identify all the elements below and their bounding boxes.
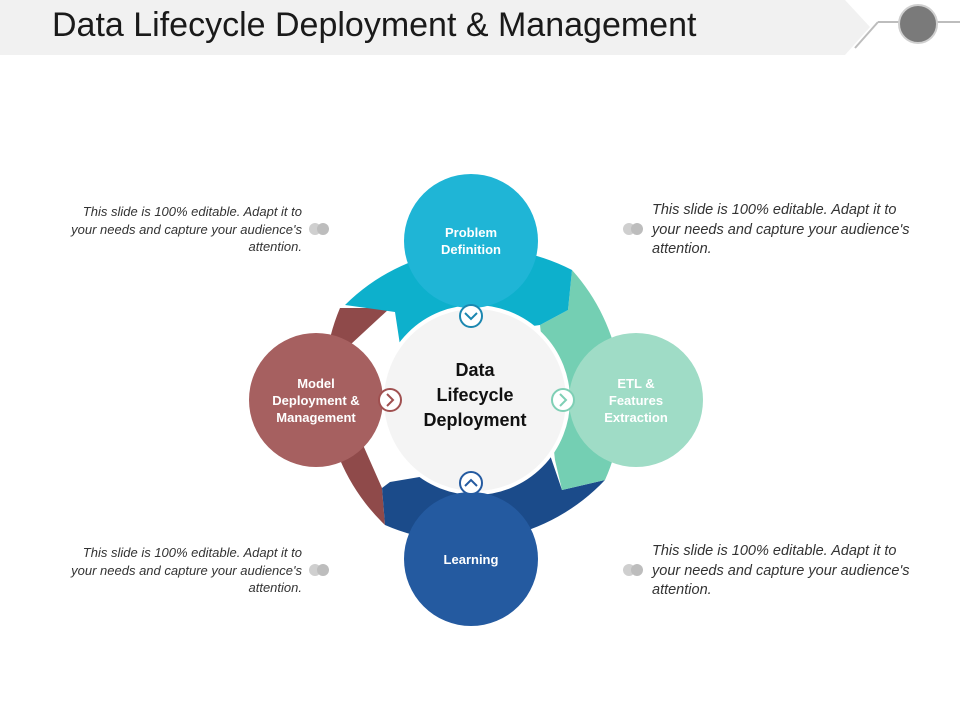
double-dot-bullet-icon — [623, 223, 643, 235]
note-bottom-left: This slide is 100% editable. Adapt it to… — [71, 545, 302, 595]
node-circle-problem — [404, 174, 538, 308]
node-label-etl: ETL & Features Extraction — [604, 375, 668, 425]
slide-title: Data Lifecycle Deployment & Management — [52, 6, 697, 44]
double-dot-bullet-icon — [623, 564, 643, 576]
node-label-learning: Learning — [443, 551, 499, 567]
node-label-problem: Problem Definition — [441, 225, 501, 257]
title-band — [0, 0, 960, 55]
center-label: Data Lifecycle Deployment — [423, 359, 527, 430]
chevron-right-icon — [378, 388, 402, 412]
node-label-model: Model Deployment & Management — [272, 375, 360, 425]
double-dot-bullet-icon — [309, 223, 329, 235]
chevron-up-icon — [459, 471, 483, 495]
node-circle-etl — [569, 333, 703, 467]
circle-node-icon — [854, 4, 960, 49]
double-dot-bullet-icon — [309, 564, 329, 576]
chevron-right-icon — [551, 388, 575, 412]
node-circle-learning — [404, 492, 538, 626]
node-circle-model — [249, 333, 383, 467]
chevron-down-icon — [459, 304, 483, 328]
note-top-right: This slide is 100% editable. Adapt it to… — [652, 202, 910, 257]
note-bottom-right: This slide is 100% editable. Adapt it to… — [652, 543, 910, 598]
note-top-left: This slide is 100% editable. Adapt it to… — [71, 204, 302, 254]
